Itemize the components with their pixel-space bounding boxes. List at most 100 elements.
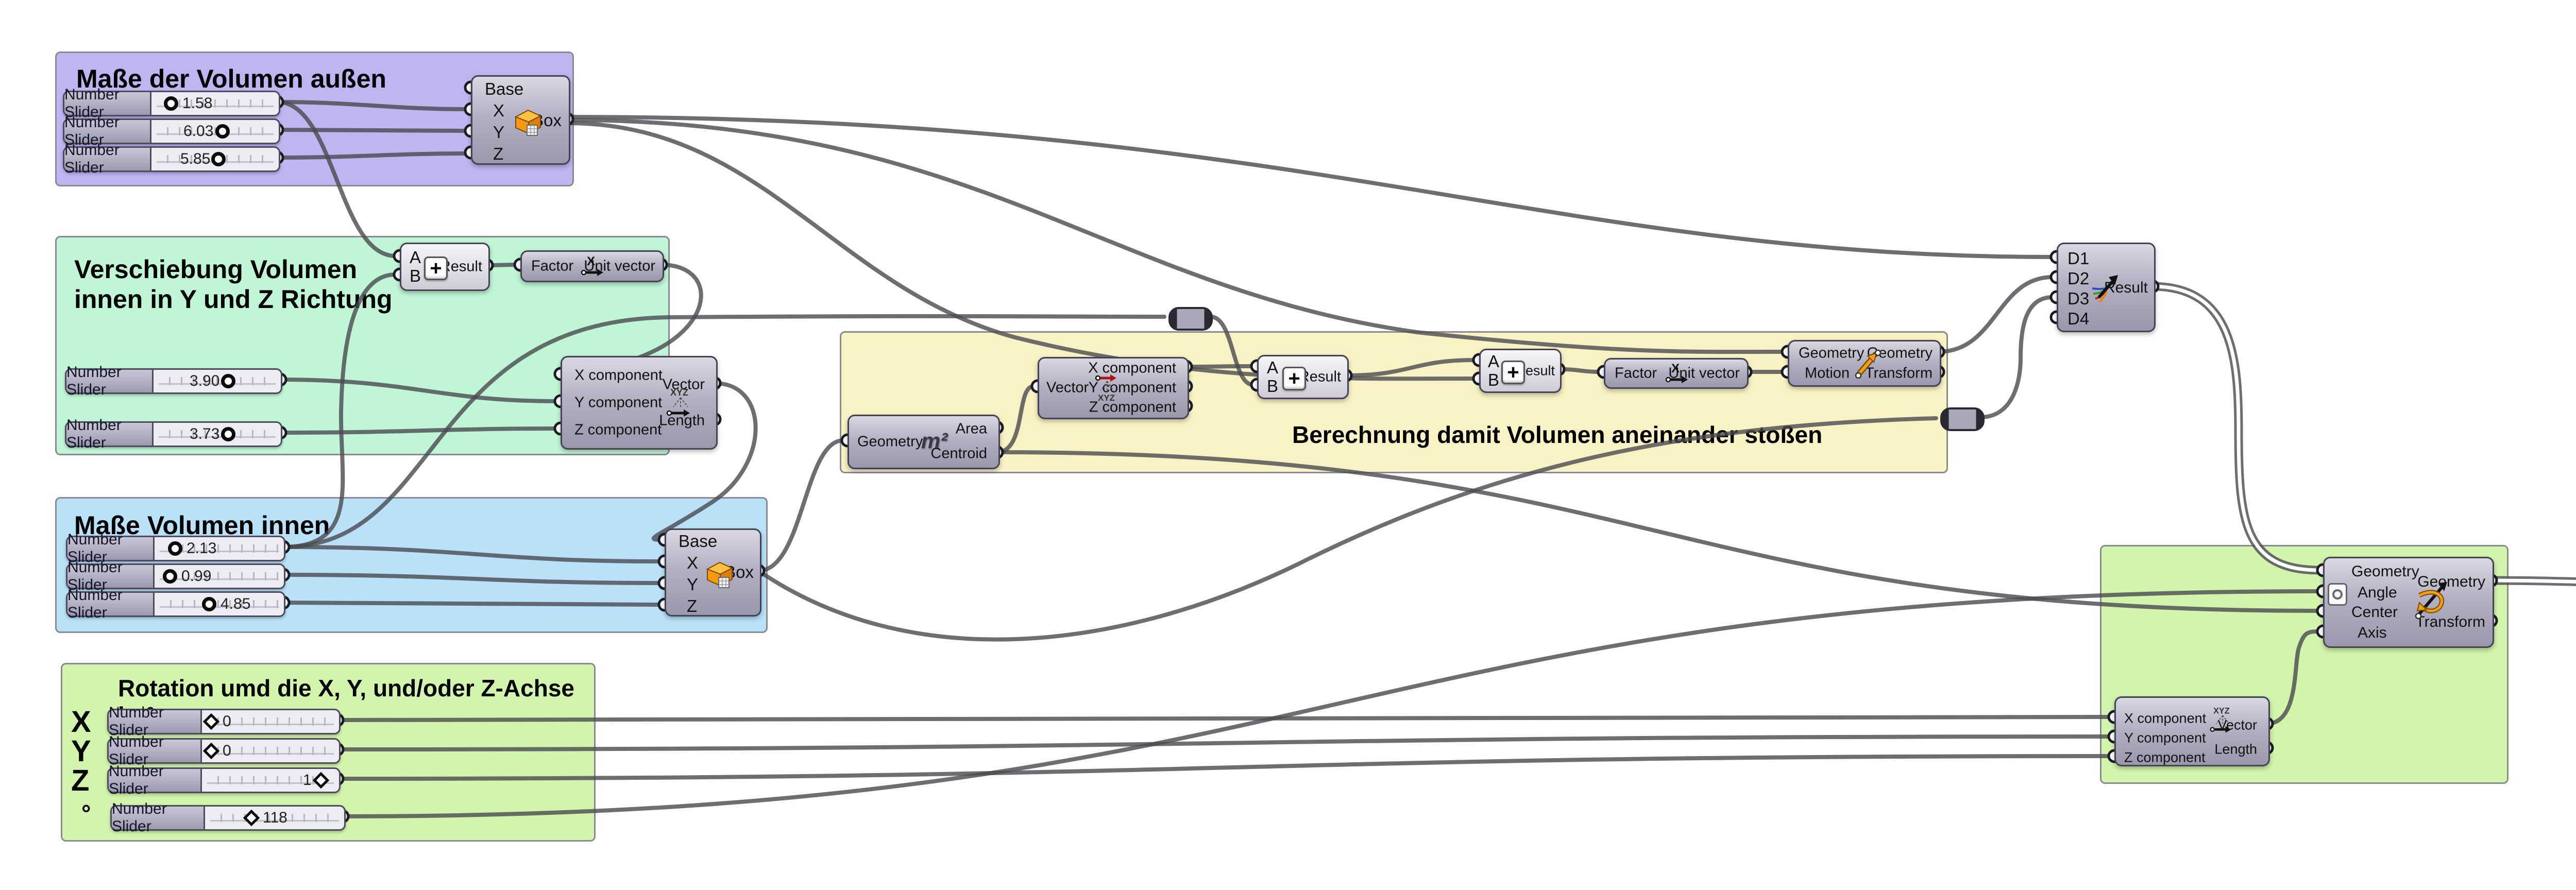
node-vector-xyz-2[interactable]: X component Y component Z component Vect…	[2114, 696, 2270, 766]
slider-track[interactable]: 118	[205, 807, 344, 829]
port-geometry-out[interactable]: Geometry	[2417, 573, 2485, 590]
slider-inner-x[interactable]: Number Slider 2.13	[66, 531, 285, 566]
wire[interactable]	[565, 118, 1786, 354]
wire[interactable]	[1184, 364, 1255, 369]
slider-track[interactable]: 2.13	[155, 537, 284, 560]
slider-handle[interactable]	[164, 96, 178, 111]
group-calculation[interactable]: Berechnung damit Volumen aneinander stoß…	[840, 331, 1948, 473]
port-motion[interactable]: Motion	[1805, 365, 1850, 382]
port-y-component[interactable]: Y component	[574, 394, 663, 411]
port-z[interactable]: Z	[687, 596, 698, 615]
node-deconstruct-vector[interactable]: Vector X component Y component Z compone…	[1038, 357, 1189, 419]
slider-inner-z[interactable]: Number Slider 4.85	[66, 587, 285, 621]
port-centroid[interactable]: Centroid	[930, 445, 987, 462]
port-base[interactable]: Base	[485, 79, 524, 98]
slider-track[interactable]: 0	[202, 740, 339, 762]
node-addition-1[interactable]: A B Result +	[400, 243, 490, 291]
wire[interactable]	[342, 589, 2321, 818]
angle-degrees-button[interactable]	[2328, 583, 2347, 606]
node-addition-3[interactable]: A B Result +	[1479, 349, 1562, 393]
port-x-component[interactable]: X component	[574, 367, 663, 384]
node-merge[interactable]: D1 D2 D3 D4 Result	[2057, 243, 2156, 332]
slider-track[interactable]: 5.85	[151, 148, 279, 170]
node-box-outer[interactable]: Base X Y Z Box	[471, 75, 570, 165]
wire[interactable]	[1209, 315, 1255, 387]
slider-rotation-y[interactable]: Number Slider 0	[107, 733, 341, 768]
port-vector[interactable]: Vector	[1046, 379, 1089, 396]
node-move[interactable]: Geometry Motion Geometry Transform	[1788, 340, 1941, 387]
wire[interactable]	[335, 754, 2112, 781]
wire[interactable]	[335, 734, 2112, 751]
node-area[interactable]: Geometry Area Centroid m²	[848, 415, 1000, 469]
slider-rotation-degrees[interactable]: Number Slider 118	[110, 800, 346, 835]
slider-track[interactable]: 0	[202, 710, 339, 733]
wire[interactable]	[1936, 275, 2055, 354]
slider-shift-y[interactable]: Number Slider 3.90	[65, 364, 282, 398]
slider-track[interactable]: 6.03	[151, 120, 279, 143]
port-a[interactable]: A	[410, 248, 421, 267]
node-unit-vector-1[interactable]: Factor Unit vector X	[520, 250, 664, 282]
port-y[interactable]: Y	[493, 123, 505, 142]
slider-track[interactable]: 3.90	[154, 370, 281, 392]
wire[interactable]	[652, 381, 758, 542]
wire-relay-1[interactable]	[1168, 307, 1213, 331]
node-vector-xyz-1[interactable]: X component Y component Z component Vect…	[561, 356, 718, 450]
wire[interactable]	[995, 384, 1036, 454]
port-z[interactable]: Z	[493, 144, 504, 163]
port-b[interactable]: B	[1267, 376, 1279, 396]
wire[interactable]	[275, 100, 469, 111]
wire[interactable]	[275, 151, 469, 160]
port-geometry[interactable]: Geometry	[857, 433, 923, 450]
port-base[interactable]: Base	[679, 532, 718, 551]
port-a[interactable]: A	[1488, 352, 1500, 371]
slider-inner-y[interactable]: Number Slider 0.99	[66, 559, 285, 593]
port-geometry[interactable]: Geometry	[1799, 345, 1865, 362]
node-unit-vector-2[interactable]: Factor Unit vector X	[1604, 358, 1749, 389]
wire[interactable]	[281, 272, 398, 549]
port-y[interactable]: Y	[687, 575, 699, 594]
slider-outer-y[interactable]: Number Slider 6.03	[63, 114, 280, 148]
wire[interactable]	[278, 378, 558, 403]
port-factor[interactable]: Factor	[531, 258, 574, 275]
port-axis[interactable]: Axis	[2358, 624, 2387, 641]
slider-track[interactable]: 4.85	[155, 593, 284, 615]
port-z-component[interactable]: Z component	[574, 421, 662, 438]
slider-track[interactable]: 3.73	[154, 423, 281, 446]
slider-rotation-x[interactable]: Number Slider 0	[107, 704, 341, 739]
port-geometry[interactable]: Geometry	[2351, 563, 2419, 580]
slider-handle[interactable]	[163, 569, 177, 584]
node-box-inner[interactable]: Base X Y Z Box	[665, 528, 761, 617]
wire[interactable]	[1344, 358, 1477, 378]
wire[interactable]	[756, 416, 1938, 642]
port-x[interactable]: X	[687, 553, 699, 572]
group-shift-inner[interactable]: Verschiebung Volumen innen in Y und Z Ri…	[55, 236, 670, 455]
slider-handle[interactable]	[221, 374, 235, 388]
wire[interactable]	[275, 128, 469, 133]
port-x-component[interactable]: X component	[1088, 360, 1176, 376]
slider-track[interactable]: 1.58	[151, 92, 279, 115]
port-b[interactable]: B	[410, 266, 421, 285]
port-a[interactable]: A	[1267, 358, 1279, 377]
slider-handle[interactable]	[221, 427, 235, 441]
wire[interactable]	[281, 314, 1166, 549]
port-angle[interactable]: Angle	[2358, 584, 2397, 601]
port-factor[interactable]: Factor	[1615, 365, 1657, 382]
port-x-component[interactable]: X component	[2124, 710, 2207, 726]
wire[interactable]	[335, 715, 2112, 722]
slider-outer-z[interactable]: Number Slider 5.85	[63, 142, 280, 176]
slider-handle[interactable]	[202, 713, 220, 730]
slider-track[interactable]: 1	[202, 769, 339, 792]
port-d3[interactable]: D3	[2067, 289, 2090, 308]
port-length[interactable]: Length	[659, 412, 705, 429]
port-z-component[interactable]: Z component	[2124, 749, 2206, 765]
port-transform[interactable]: Transform	[1865, 365, 1933, 382]
slider-handle[interactable]	[243, 809, 260, 827]
wire-tree[interactable]	[2148, 282, 2324, 575]
port-d1[interactable]: D1	[2067, 249, 2090, 268]
node-rotate-axis[interactable]: Geometry Angle Center Axis Geometry Tran…	[2323, 557, 2494, 648]
port-length[interactable]: Length	[2214, 741, 2257, 757]
wire[interactable]	[565, 115, 2055, 259]
wire[interactable]	[1978, 295, 2055, 419]
slider-handle[interactable]	[168, 541, 182, 556]
port-vector[interactable]: Vector	[662, 376, 705, 393]
